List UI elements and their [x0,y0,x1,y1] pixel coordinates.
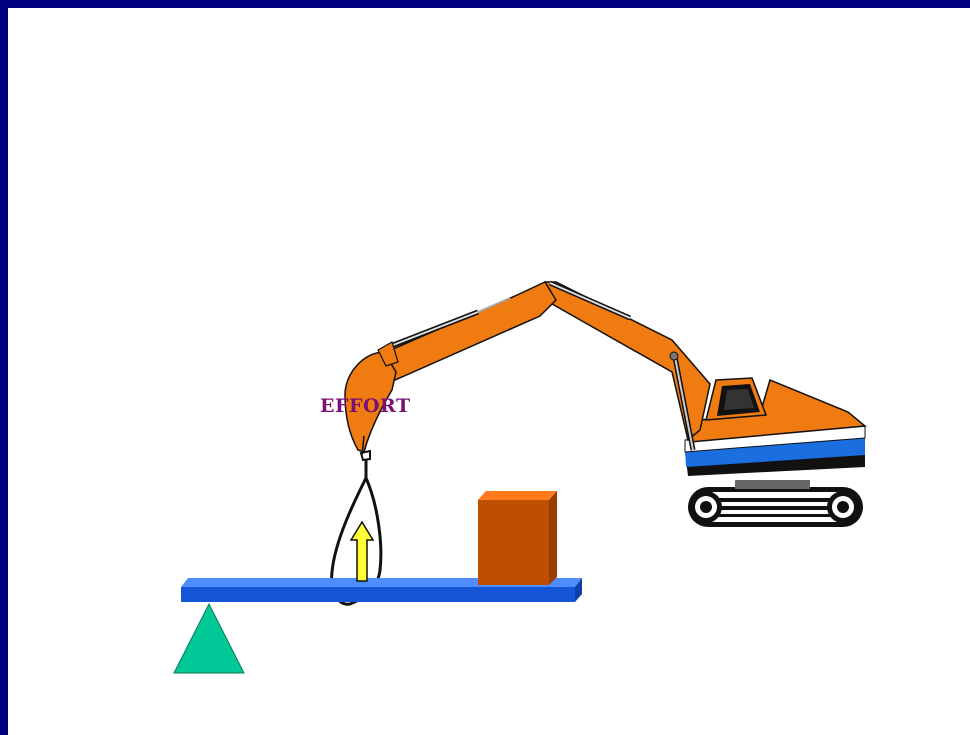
effort-label: EFFORT [320,395,411,417]
excavator-body [684,377,867,476]
up-arrow-icon [349,520,375,582]
excavator-boom [544,280,711,451]
lever-diagram: EFFORT [173,280,867,674]
triangle-fulcrum-icon [173,602,245,674]
excavator-bucket [344,341,399,456]
slide-canvas: EFFORT [8,8,970,735]
excavator-stick [379,281,557,381]
excavator-icon [344,280,867,527]
box-load-icon [478,491,557,585]
rope-icon [330,449,383,606]
excavator-tracks [688,480,863,527]
